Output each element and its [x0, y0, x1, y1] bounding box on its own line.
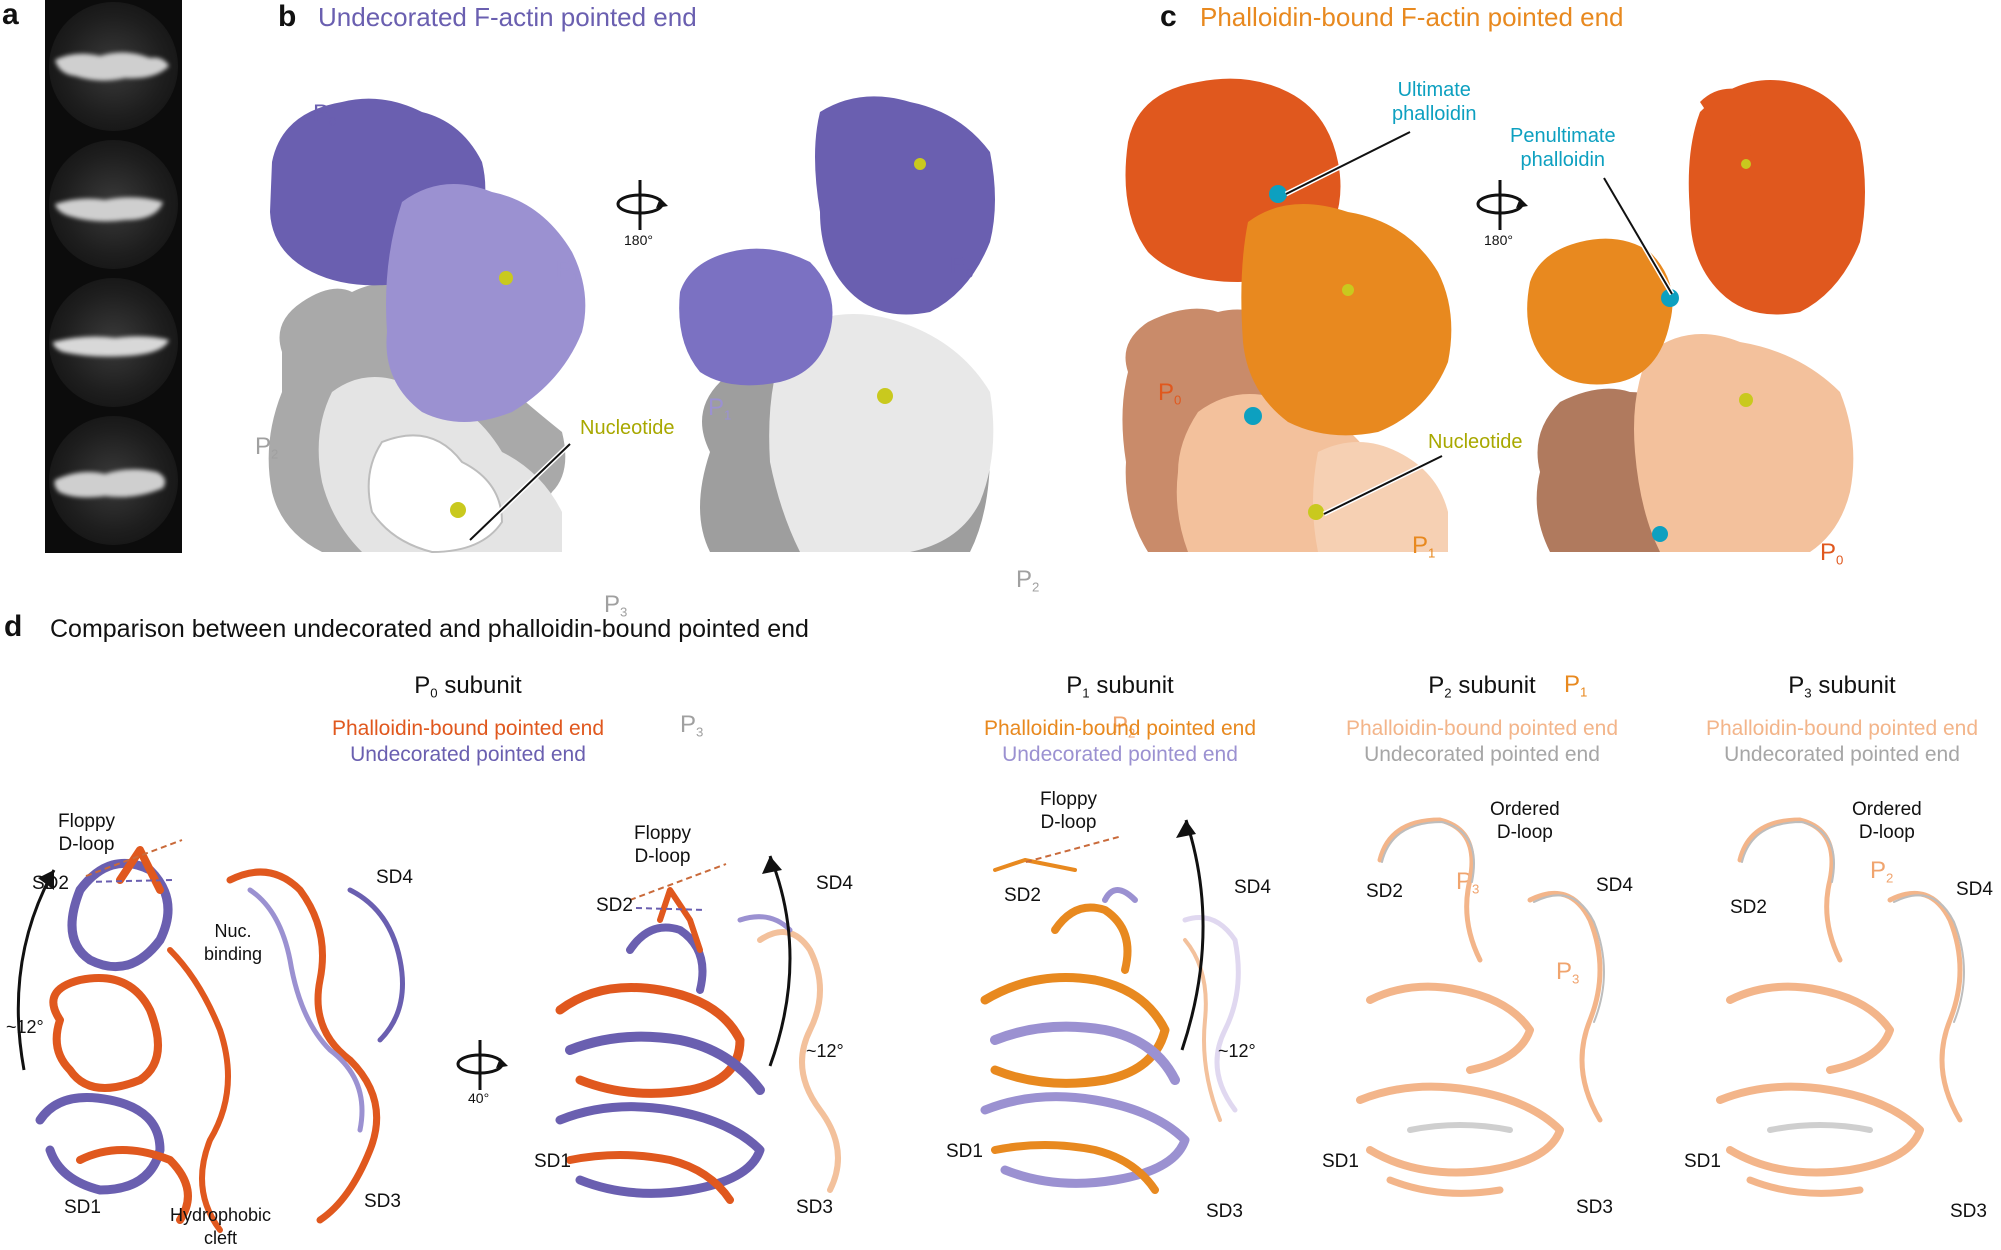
- c-nucleotide-leader: [1322, 453, 1444, 517]
- p0-nuc-binding-label: Nuc.binding: [204, 921, 263, 964]
- p0r-sd2-label: SD2: [596, 895, 633, 916]
- p3-ribbon: [1716, 817, 1965, 1197]
- p2-sd4-label: SD4: [1596, 875, 1633, 896]
- p3-sd2-label: SD2: [1730, 897, 1767, 918]
- p0-angle-label: ~12°: [6, 1017, 44, 1037]
- p0r-sd1-label: SD1: [534, 1151, 571, 1172]
- c-front-p0: P0: [1158, 378, 1182, 408]
- p0r-rotation-arrow: [762, 855, 792, 1067]
- p1-sd1-label: SD1: [946, 1141, 983, 1162]
- p1-sd4-label: SD4: [1234, 877, 1271, 898]
- panel-d-title: Comparison between undecorated and phall…: [50, 615, 809, 643]
- panel-letter-c: c: [1160, 0, 1177, 33]
- undecorated-map-front: [268, 98, 586, 554]
- p2-sd1-label: SD1: [1322, 1151, 1359, 1172]
- d-rotation-label: 40°: [468, 1090, 490, 1106]
- p0-sd2-label: SD2: [32, 873, 69, 894]
- b-back-p3: P3: [680, 711, 704, 740]
- phalloidin-map-back: [1527, 80, 1865, 552]
- class-average-filaments: [53, 52, 169, 498]
- p0r-sd4-label: SD4: [816, 873, 853, 894]
- c-nucleotide-label: Nucleotide: [1428, 431, 1523, 453]
- p0-legend-phalloidin: Phalloidin-bound pointed end: [331, 716, 605, 740]
- c-front-p2: P2: [1112, 712, 1136, 741]
- b-back-p1: P1: [708, 394, 732, 423]
- p0-ribbon-front: [35, 846, 405, 1233]
- p0-subunit-header: P0 subunit Phalloidin-bound pointed end …: [218, 672, 718, 768]
- p1-legend-phalloidin: Phalloidin-bound pointed end: [983, 716, 1257, 740]
- c-back-p2: P2: [1870, 856, 1894, 886]
- panel-b-title: Undecorated F-actin pointed end: [318, 2, 697, 32]
- p2-legend-undecorated: Undecorated pointed end: [1364, 742, 1600, 766]
- p1-rotation-arrow: [1176, 819, 1205, 1051]
- p0-rotation-arrow: [16, 869, 56, 1071]
- p0-sd3-label: SD3: [364, 1191, 401, 1212]
- p3-subunit-header: P3 subunit Phalloidin-bound pointed end …: [1632, 672, 2001, 768]
- p2-subunit-title: P2 subunit: [1428, 672, 1536, 701]
- c-back-p1: P1: [1564, 670, 1588, 700]
- c-rotation-icon: [1476, 180, 1528, 230]
- p3-sd4-label: SD4: [1956, 879, 1993, 900]
- p2-sd3-label: SD3: [1576, 1197, 1613, 1218]
- c-ultimate-leader: [1284, 129, 1412, 197]
- p1-ribbon: [980, 858, 1241, 1194]
- p1-sd2-label: SD2: [1004, 885, 1041, 906]
- c-penultimate-leader: [1601, 176, 1675, 296]
- panel-letter-b: b: [278, 0, 297, 33]
- b-back-p2: P2: [1016, 565, 1040, 595]
- panel-c-title: Phalloidin-bound F-actin pointed end: [1200, 2, 1624, 32]
- p3-sd1-label: SD1: [1684, 1151, 1721, 1172]
- panel-letter-a: a: [2, 0, 19, 31]
- b-back-p0: P0: [950, 252, 974, 282]
- c-rotation-label: 180°: [1484, 232, 1513, 248]
- b-rotation-icon: [616, 180, 668, 230]
- p2-sd2-label: SD2: [1366, 881, 1403, 902]
- p3-legend-phalloidin: Phalloidin-bound pointed end: [1705, 716, 1979, 740]
- p0-subunit-title: P0 subunit: [414, 672, 522, 701]
- b-rotation-label: 180°: [624, 232, 653, 248]
- p1-floppy-dash: [1025, 835, 1123, 863]
- p1-subunit-title: P1 subunit: [1066, 672, 1174, 701]
- p3-sd3-label: SD3: [1950, 1201, 1987, 1222]
- c-back-p3: P3: [1556, 958, 1580, 987]
- p1-sd3-label: SD3: [1206, 1201, 1243, 1222]
- p1-subunit-header: P1 subunit Phalloidin-bound pointed end …: [910, 672, 1330, 768]
- p0-ribbon-rotated: [555, 887, 841, 1204]
- b-front-p3: P3: [604, 590, 628, 620]
- class-average-strip: [45, 0, 182, 553]
- p0-sd1-label: SD1: [64, 1197, 101, 1218]
- p0r-sd3-label: SD3: [796, 1197, 833, 1218]
- b-front-p0: P0: [313, 100, 337, 129]
- b-front-p2: P2: [255, 433, 279, 462]
- p0-legend-undecorated: Undecorated pointed end: [350, 742, 586, 766]
- p1-legend-undecorated: Undecorated pointed end: [1002, 742, 1238, 766]
- p2-ribbon: [1356, 817, 1605, 1197]
- phalloidin-map-front: [1122, 78, 1452, 552]
- p0-sd4-label: SD4: [376, 867, 413, 888]
- p1-angle-label: ~12°: [1218, 1041, 1256, 1061]
- p2-legend-phalloidin: Phalloidin-bound pointed end: [1345, 716, 1619, 740]
- b-nucleotide-leader: [468, 442, 572, 542]
- c-front-p1: P1: [1412, 532, 1436, 562]
- p0-floppy-dash: [85, 839, 183, 883]
- b-nucleotide-label: Nucleotide: [580, 417, 675, 439]
- p3-legend-undecorated: Undecorated pointed end: [1724, 742, 1960, 766]
- c-back-p0: P0: [1820, 539, 1844, 568]
- d-rotation-icon: [456, 1040, 508, 1090]
- panel-letter-d: d: [4, 610, 23, 643]
- p2-subunit-header: P2 subunit Phalloidin-bound pointed end …: [1272, 672, 1692, 768]
- p0r-angle-label: ~12°: [806, 1041, 844, 1061]
- p3-subunit-title: P3 subunit: [1788, 672, 1896, 701]
- undecorated-map-back: [679, 96, 995, 552]
- p0r-floppy-dash: [629, 863, 727, 911]
- b-front-p1: P1: [556, 255, 580, 285]
